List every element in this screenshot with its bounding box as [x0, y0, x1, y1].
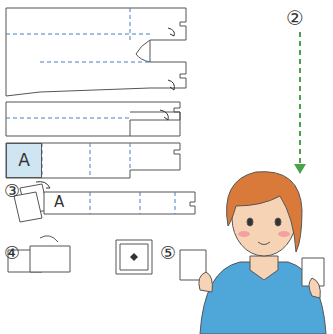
panel-letter: A: [54, 195, 64, 210]
fold-arrow: [160, 110, 168, 120]
folded-piece: [30, 246, 70, 272]
hair: [227, 172, 302, 252]
step-number: ②: [286, 8, 304, 28]
step-number: ③: [4, 182, 20, 200]
finished-fold: [120, 244, 148, 270]
paper-strip: [6, 102, 180, 136]
hand: [199, 272, 213, 292]
fold-line: [130, 8, 131, 40]
mouth: [258, 242, 270, 245]
step-arrow: [299, 32, 301, 168]
eye: [275, 218, 281, 226]
fold-line: [6, 34, 150, 35]
paper-tail: [130, 112, 180, 136]
fold-arrow: [36, 182, 50, 188]
step-number: ⑤: [160, 244, 176, 262]
step-number: ④: [4, 244, 20, 262]
fold-arrow: [168, 28, 174, 36]
hand: [309, 278, 320, 298]
fold-arrow: [40, 236, 58, 242]
fold-line: [6, 118, 130, 119]
panel-letter: A: [18, 152, 30, 169]
paper-strip: [6, 8, 186, 96]
fold-arrow: [168, 80, 174, 90]
label-panel: A: [6, 143, 42, 178]
fold-line: [40, 62, 150, 63]
eye: [247, 218, 253, 226]
neck: [250, 256, 278, 280]
diamond-mark: [130, 253, 138, 261]
cheek: [278, 231, 290, 237]
fold-line: [42, 143, 130, 178]
cheek: [238, 231, 250, 237]
step-arrow-head: [294, 164, 306, 174]
fold-flap: [136, 40, 150, 62]
paper-strip: [44, 192, 195, 214]
fold-line: [90, 192, 175, 214]
paper-strip: [6, 143, 180, 178]
finished-fold: [116, 240, 152, 274]
